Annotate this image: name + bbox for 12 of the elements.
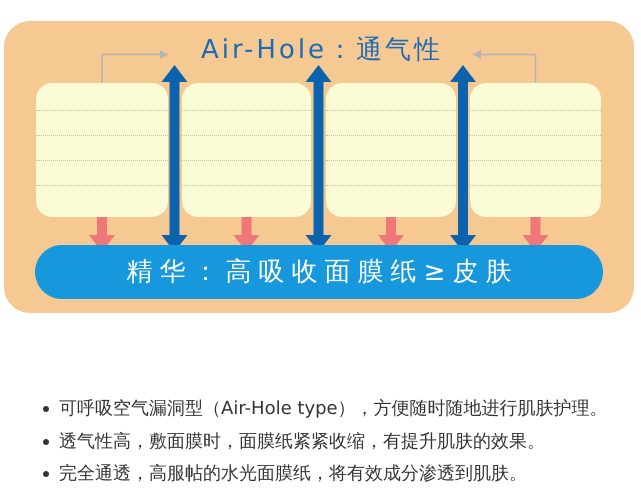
- banner: 精华：高吸收面膜纸≥皮肤: [35, 245, 603, 299]
- bullet-text: 完全通透，高服帖的水光面膜纸，将有效成分渗透到肌肤。: [59, 462, 527, 486]
- arrow: [473, 50, 536, 83]
- rounded-panel: [4, 21, 634, 313]
- heading: Air-Hole：通气性: [200, 37, 444, 64]
- lined-sheet: [326, 83, 456, 217]
- bullet-text: 透气性高，敷面膜时，面膜纸紧紧收缩，有提升肌肤的效果。: [59, 430, 545, 454]
- bullet-text: 可呼吸空气漏洞型（Air-Hole type），方便随时随地进行肌肤护理。: [59, 397, 608, 421]
- arrow: [101, 50, 168, 83]
- lined-sheet: [36, 83, 168, 217]
- lined-sheet: [470, 83, 601, 217]
- lined-sheet: [182, 83, 311, 217]
